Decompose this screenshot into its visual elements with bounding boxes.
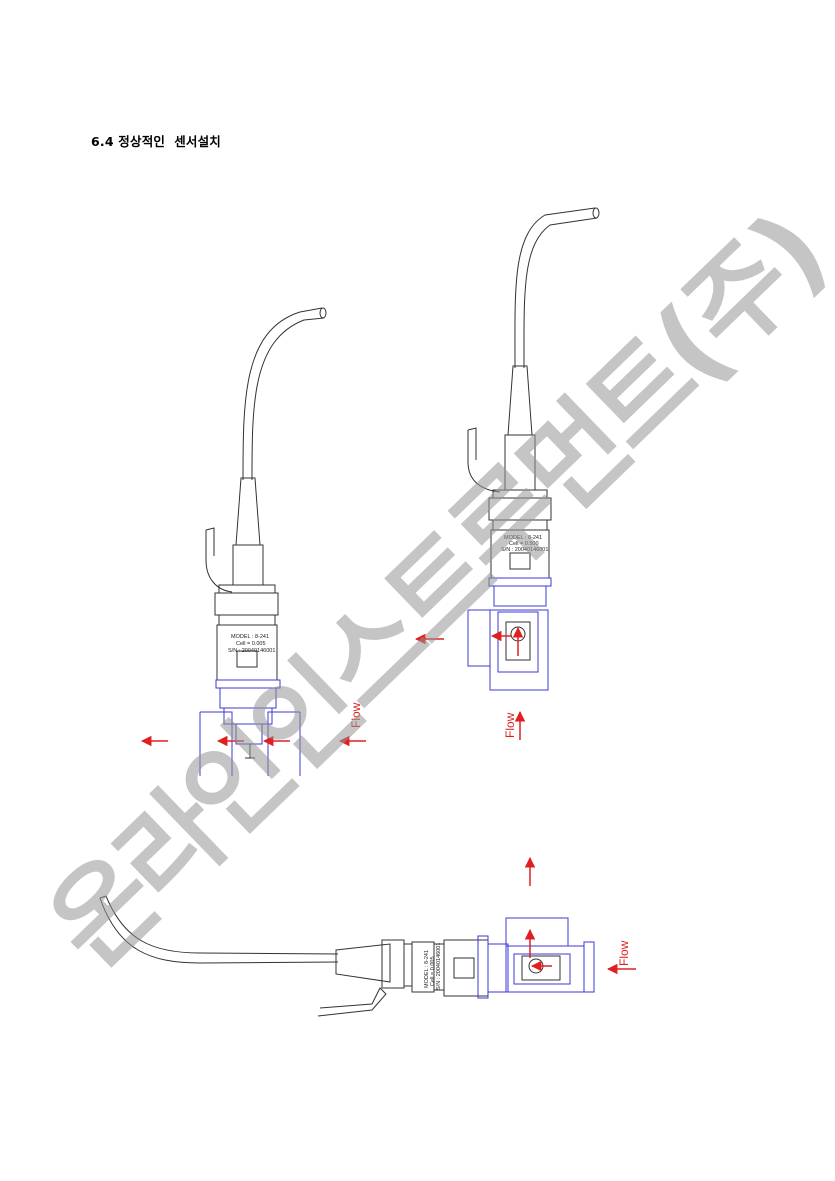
sensor-3-flow-arrows: [524, 856, 636, 975]
sensor-3-probe: [521, 955, 561, 981]
sensor-3-cable: [99, 895, 339, 964]
sensor-3-cell-text: Cell = 0.005: [430, 956, 436, 986]
sensor-3-flow-label: Flow: [617, 940, 631, 966]
section-heading: 6.4 정상적인 센서설치: [91, 134, 221, 149]
sensor-2-flow-label: Flow: [503, 712, 517, 738]
sensor-1-fitting: [199, 679, 301, 776]
sensor-1-cell-text: Cell = 0.005: [236, 641, 266, 647]
sensor-2-flow-arrows: [414, 626, 526, 740]
sensor-1-model-text: MODEL : 8-241: [231, 634, 269, 640]
sensor-1: MODEL : 8-241 Cell = 0.005 S/N : 2004014…: [140, 307, 366, 776]
sensor-2-sn-text: S/N : 20040146001: [501, 547, 548, 553]
sensor-3-model-text: MODEL : 8-241: [424, 950, 430, 988]
sensor-2-model-text: MODEL : 8-241: [504, 535, 542, 541]
sensor-1-sn-text: S/N : 20040146001: [228, 648, 275, 654]
sensor-2: MODEL : 8-241 Cell = 0.500 S/N : 2004014…: [414, 207, 600, 740]
sensor-2-cable: [514, 207, 600, 369]
sensor-2-cell-text: Cell = 0.500: [509, 541, 539, 547]
sensor-3-body: [317, 939, 489, 1017]
sensor-3-sn-text: S/N : 20040146001: [436, 943, 442, 990]
sensor-1-label: MODEL : 8-241 Cell = 0.005 S/N : 2004014…: [228, 634, 275, 654]
sensor-2-fitting: [467, 577, 552, 691]
sensor-1-cable: [242, 307, 327, 481]
sensor-1-probe: [245, 744, 255, 759]
sensor-3-fitting: [477, 917, 595, 999]
sensor-1-body: [205, 477, 279, 681]
sensor-2-label: MODEL : 8-241 Cell = 0.500 S/N : 2004014…: [501, 535, 548, 553]
sensor-3: MODEL : 8-241 Cell = 0.005 S/N : 2004014…: [99, 856, 636, 1017]
sensor-1-flow-label: Flow: [349, 702, 363, 728]
sensor-3-label: MODEL : 8-241 Cell = 0.005 S/N : 2004014…: [424, 943, 442, 990]
